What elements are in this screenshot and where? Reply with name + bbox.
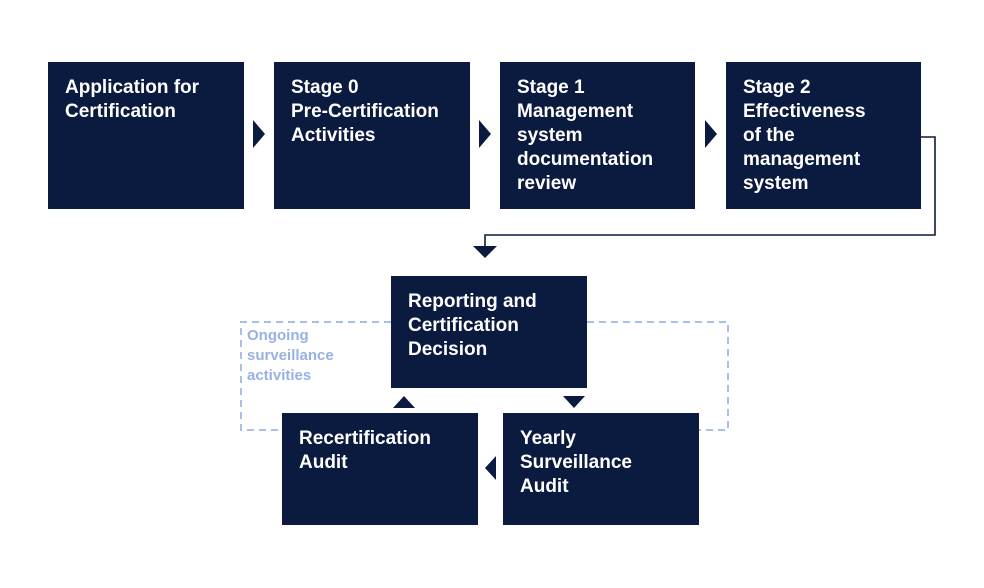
stage1-line-5: review <box>517 173 577 194</box>
recertification-line-1: Recertification <box>299 428 431 449</box>
stage1-box <box>500 62 695 209</box>
arrow-down-to-reporting <box>473 246 497 258</box>
loop-label-line-2: surveillance <box>247 347 334 364</box>
stage2-line-2: Effectiveness <box>743 101 866 122</box>
arrow-application-to-stage0 <box>253 120 265 148</box>
yearly-line-3: Audit <box>520 476 569 497</box>
reporting-line-1: Reporting and <box>408 291 537 312</box>
stage0-line-1: Stage 0 <box>291 77 359 98</box>
yearly-line-2: Surveillance <box>520 452 632 473</box>
application-box <box>48 62 244 209</box>
stage1-line-1: Stage 1 <box>517 77 585 98</box>
stage0-box <box>274 62 470 209</box>
application-line-1: Application for <box>65 77 200 98</box>
arrow-stage1-to-stage2 <box>705 120 717 148</box>
surveillance-loop <box>240 321 729 431</box>
yearly-box <box>503 413 699 525</box>
stage0-box-label: Stage 0 Pre-Certification Activities <box>274 62 470 209</box>
stage2-box-label: Stage 2 Effectiveness of the management … <box>726 62 921 209</box>
stage1-line-2: Management <box>517 101 634 122</box>
arrow-recertification-to-reporting <box>393 396 415 408</box>
yearly-line-1: Yearly <box>520 428 576 449</box>
stage1-line-4: documentation <box>517 149 654 170</box>
stage2-line-1: Stage 2 <box>743 77 811 98</box>
stage0-line-2: Pre-Certification <box>291 101 439 122</box>
stage2-line-3: of the <box>743 125 795 146</box>
stage1-box-label: Stage 1 Management system documentation … <box>500 62 695 209</box>
application-box-label: Application for Certification <box>48 62 244 209</box>
arrow-stage0-to-stage1 <box>479 120 491 148</box>
reporting-box <box>391 276 587 388</box>
loop-label-line-3: activities <box>247 367 312 384</box>
loop-right-dashed-line <box>587 321 729 431</box>
loop-label-line-1: Ongoing <box>247 327 309 344</box>
ongoing-surveillance-label: Ongoing surveillance activities <box>247 326 377 386</box>
stage0-line-3: Activities <box>291 125 376 146</box>
recertification-box-label: Recertification Audit <box>282 413 478 525</box>
yearly-box-label: Yearly Surveillance Audit <box>503 413 699 525</box>
recertification-box <box>282 413 478 525</box>
reporting-box-label: Reporting and Certification Decision <box>391 276 587 388</box>
arrow-yearly-to-recertification <box>485 456 496 480</box>
recertification-line-2: Audit <box>299 452 348 473</box>
stage2-line-4: management <box>743 149 861 170</box>
stage2-box <box>726 62 921 209</box>
stage1-line-3: system <box>517 125 583 146</box>
reporting-line-3: Decision <box>408 339 488 360</box>
stage2-line-5: system <box>743 173 809 194</box>
loop-left-dashed-line <box>240 321 391 431</box>
reporting-line-2: Certification <box>408 315 519 336</box>
application-line-2: Certification <box>65 101 176 122</box>
connector-stage2-to-reporting <box>484 136 936 246</box>
arrow-reporting-to-yearly <box>563 396 585 408</box>
